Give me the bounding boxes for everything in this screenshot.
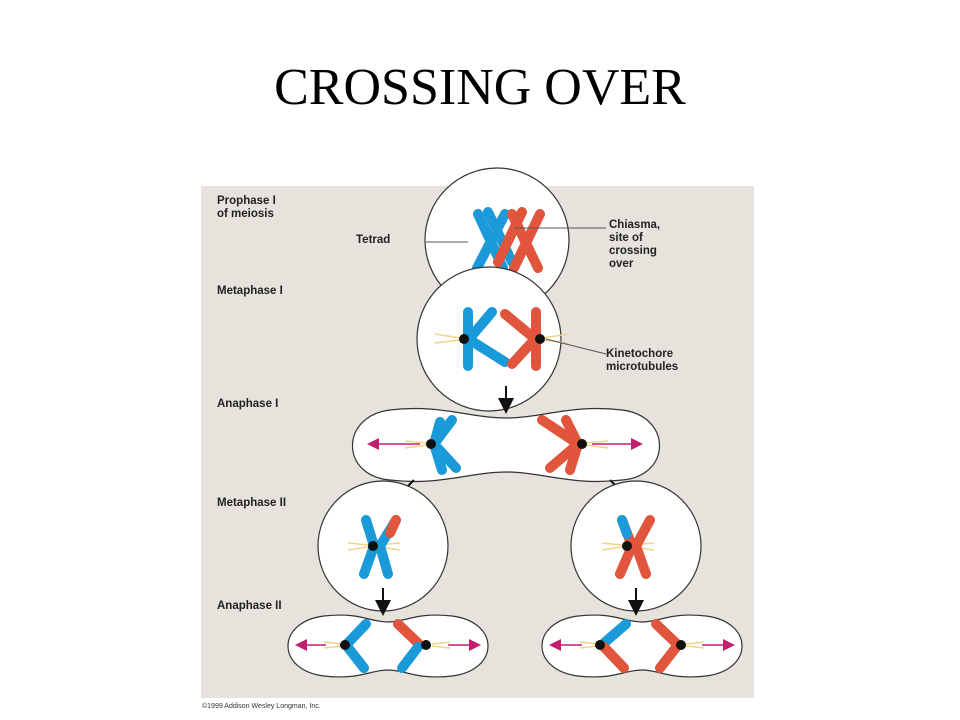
metaphase-2-cell-left	[317, 480, 449, 612]
label-prophase-1: Prophase I of meiosis	[217, 195, 276, 220]
anaphase-1-cell	[352, 407, 660, 483]
label-anaphase-1: Anaphase I	[217, 398, 279, 410]
label-anaphase-2: Anaphase II	[217, 600, 282, 612]
label-tetrad: Tetrad	[356, 234, 391, 246]
page-title: CROSSING OVER	[274, 59, 686, 116]
kinetochore-pointer	[545, 338, 607, 355]
metaphase-2-cell-right	[570, 480, 702, 612]
anaphase-2-cell-right	[541, 614, 743, 678]
label-kinetochore-microtubules: Kinetochore microtubules	[606, 348, 679, 373]
label-metaphase-1: Metaphase I	[217, 285, 283, 297]
tetrad-chromosomes	[472, 207, 545, 273]
label-metaphase-2: Metaphase II	[217, 497, 287, 509]
label-chiasma: Chiasma, site of crossing over	[609, 219, 661, 270]
anaphase-2-cell-left	[287, 614, 489, 678]
copyright-notice: ©1999 Addison Wesley Longman, Inc.	[202, 703, 321, 710]
metaphase-1-cell	[416, 266, 607, 412]
